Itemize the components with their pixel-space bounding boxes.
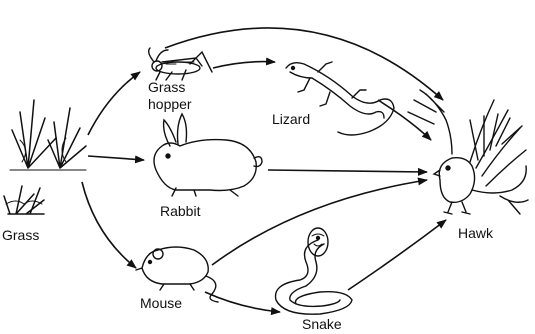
label-mouse: Mouse (140, 296, 182, 311)
grasshopper-icon (149, 48, 212, 80)
label-grass: Grass (2, 228, 39, 243)
label-grasshopper-line1: Grass (148, 80, 185, 95)
edge-mouse-hawk (212, 180, 427, 265)
label-snake: Snake (302, 317, 342, 332)
edge-grass-rabbit (88, 156, 144, 160)
snake-icon (276, 228, 353, 314)
hawk-icon (408, 90, 528, 214)
label-lizard: Lizard (272, 112, 310, 127)
label-grasshopper-line2: hopper (148, 97, 192, 112)
label-hawk: Hawk (458, 226, 493, 241)
label-rabbit: Rabbit (160, 204, 200, 219)
edge-grass-grasshopper (88, 72, 140, 135)
mouse-icon (136, 247, 218, 302)
edge-rabbit-hawk (268, 170, 427, 172)
edge-grasshopper-lizard (213, 62, 275, 68)
edge-snake-hawk (348, 220, 446, 290)
edge-lizard-hawk (378, 100, 431, 140)
edge-grass-mouse (82, 182, 136, 268)
grass-icon (4, 100, 86, 214)
rabbit-icon (154, 114, 262, 196)
